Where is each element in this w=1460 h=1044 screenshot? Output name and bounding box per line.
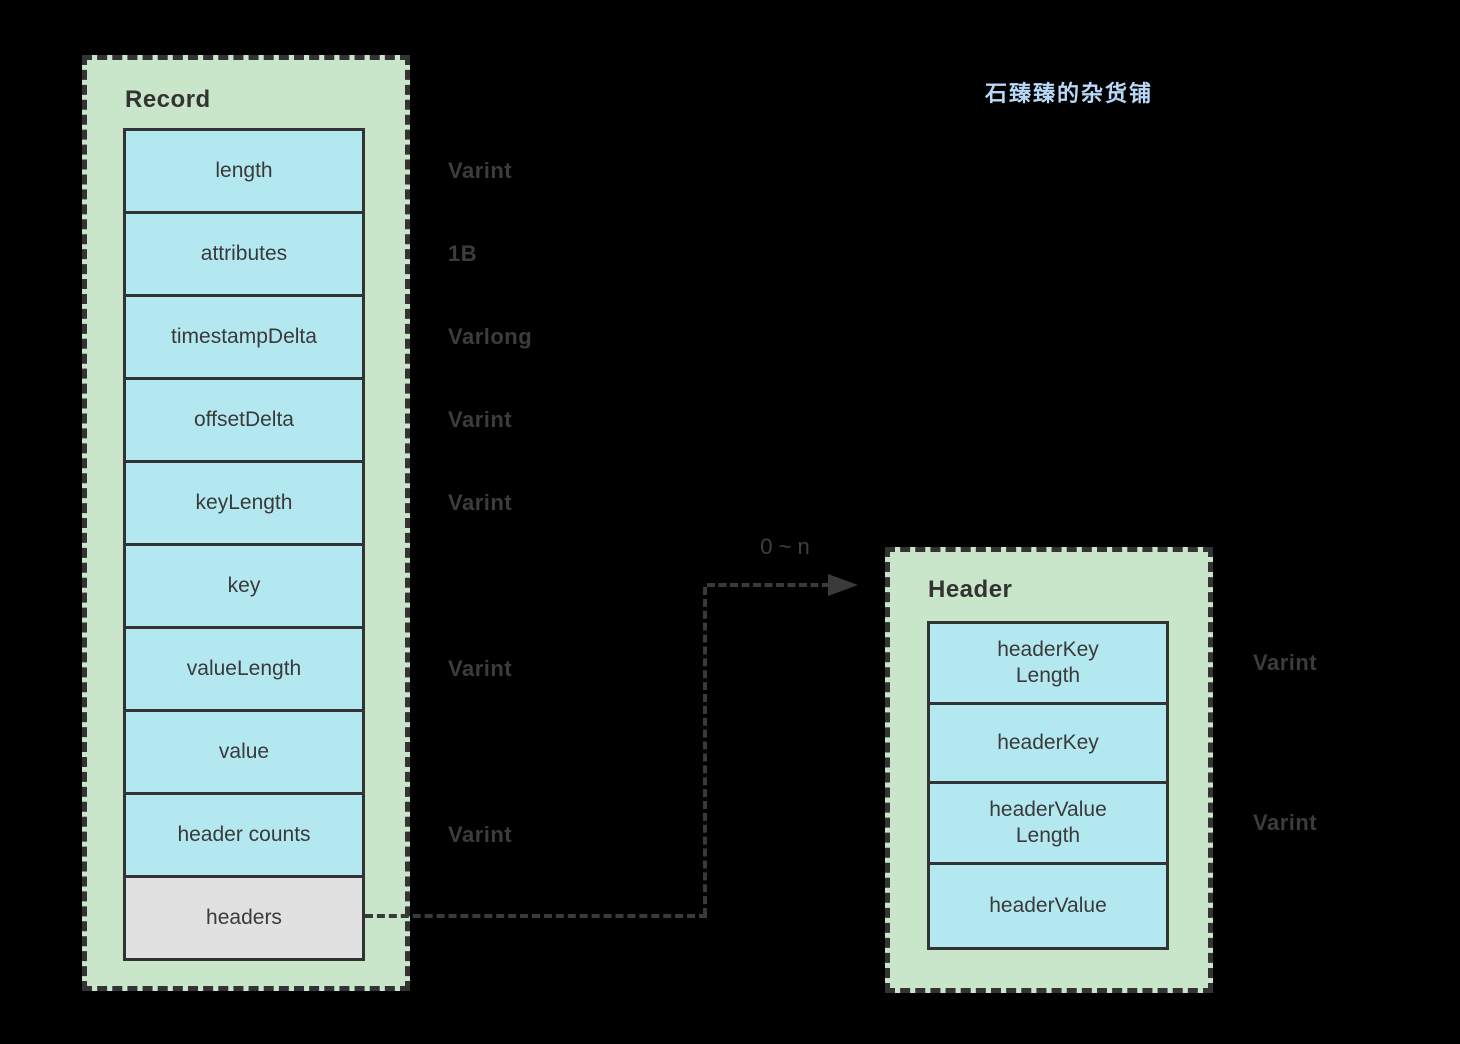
field-type-label: Varint xyxy=(448,822,513,847)
record-container: Record length attributes timestampDelta … xyxy=(82,55,410,991)
header-field-key-length: headerKey Length xyxy=(927,621,1169,705)
record-field-value-length: valueLength xyxy=(123,626,365,712)
record-field-header-counts: header counts xyxy=(123,792,365,878)
arrowhead-icon xyxy=(828,574,858,596)
arrow-segment-bottom xyxy=(365,914,707,918)
record-field-length: length xyxy=(123,128,365,214)
header-field-value-length: headerValue Length xyxy=(927,781,1169,865)
record-field-headers: headers xyxy=(123,875,365,961)
arrow-segment-vertical xyxy=(703,587,707,916)
record-field-timestamp-delta: timestampDelta xyxy=(123,294,365,380)
header-field-value: headerValue xyxy=(927,862,1169,950)
arrow-segment-top xyxy=(707,583,830,587)
record-field-offset-delta: offsetDelta xyxy=(123,377,365,463)
field-type-label: 1B xyxy=(448,241,478,266)
record-title: Record xyxy=(125,86,211,113)
record-field-key-length: keyLength xyxy=(123,460,365,546)
record-field-attributes: attributes xyxy=(123,211,365,297)
field-type-label: Varint xyxy=(1253,650,1318,675)
field-type-label: Varlong xyxy=(448,324,533,349)
field-type-label: Varint xyxy=(448,656,513,681)
record-field-stack: length attributes timestampDelta offsetD… xyxy=(123,128,365,961)
watermark-text: 石臻臻的杂货铺 xyxy=(985,81,1154,106)
field-type-label: Varint xyxy=(1253,810,1318,835)
record-field-key: key xyxy=(123,543,365,629)
field-type-label: Varint xyxy=(448,407,513,432)
field-type-label: Varint xyxy=(448,490,513,515)
arrow-cardinality-label: 0 ~ n xyxy=(760,534,810,559)
field-type-label: Varint xyxy=(448,158,513,183)
header-container: Header headerKey Length headerKey header… xyxy=(885,547,1213,993)
header-title: Header xyxy=(928,576,1013,603)
header-field-stack: headerKey Length headerKey headerValue L… xyxy=(927,621,1169,950)
record-field-value: value xyxy=(123,709,365,795)
header-field-key: headerKey xyxy=(927,702,1169,784)
